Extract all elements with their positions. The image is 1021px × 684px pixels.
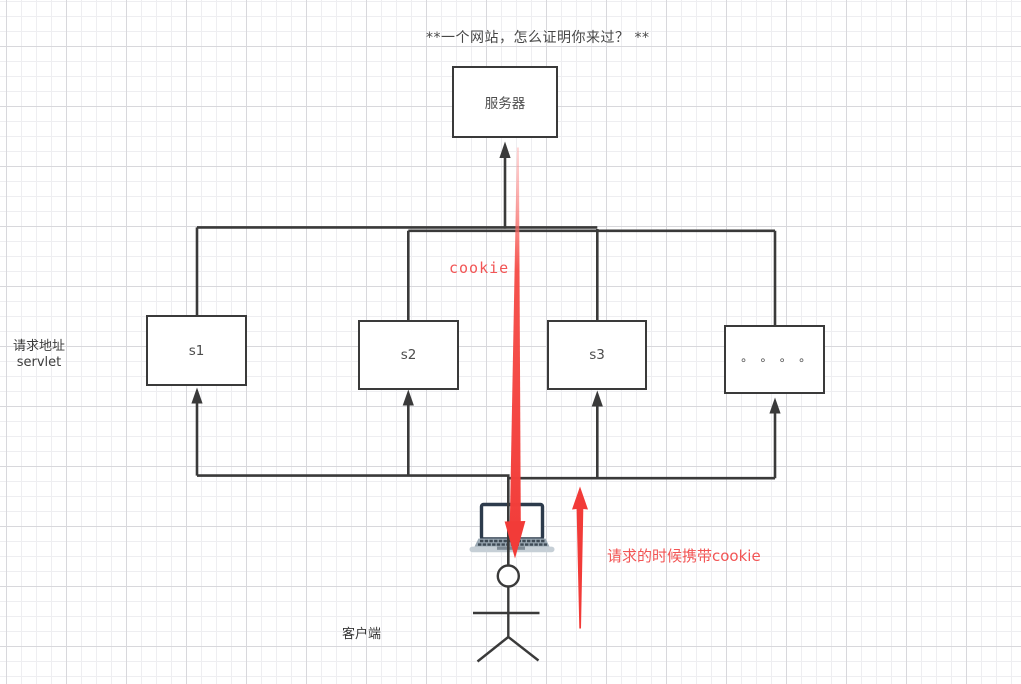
node-s1-label: s1 [188,342,205,359]
node-dots-label: ∘ ∘ ∘ ∘ [739,352,810,367]
server-arrow [499,141,511,229]
label-request-address-line2: servlet [16,355,62,370]
annotation-cookie: cookie [449,259,510,277]
top-bus-wires [195,226,777,326]
red-down-arrow-icon [504,147,526,559]
node-servlet-s2: s2 [358,320,459,390]
bottom-bus-wires [191,387,781,480]
node-s2-label: s2 [400,347,417,363]
node-server: 服务器 [452,66,558,138]
label-request-address-line1: 请求地址 [12,339,65,354]
annotation-request-with-cookie: 请求的时候携带cookie [607,547,761,565]
node-s3-label: s3 [589,347,605,363]
node-servlet-s1: s1 [146,315,247,386]
stick-figure-icon [473,564,540,663]
label-client: 客户端 [342,627,382,642]
diagram-title: **一个网站，怎么证明你来过？ ** [426,30,650,46]
red-up-arrow-icon [572,486,588,629]
label-request-address: 请求地址 servlet [0,339,78,371]
node-server-label: 服务器 [484,96,526,112]
node-servlet-more: ∘ ∘ ∘ ∘ [724,325,825,394]
node-servlet-s3: s3 [547,320,647,390]
